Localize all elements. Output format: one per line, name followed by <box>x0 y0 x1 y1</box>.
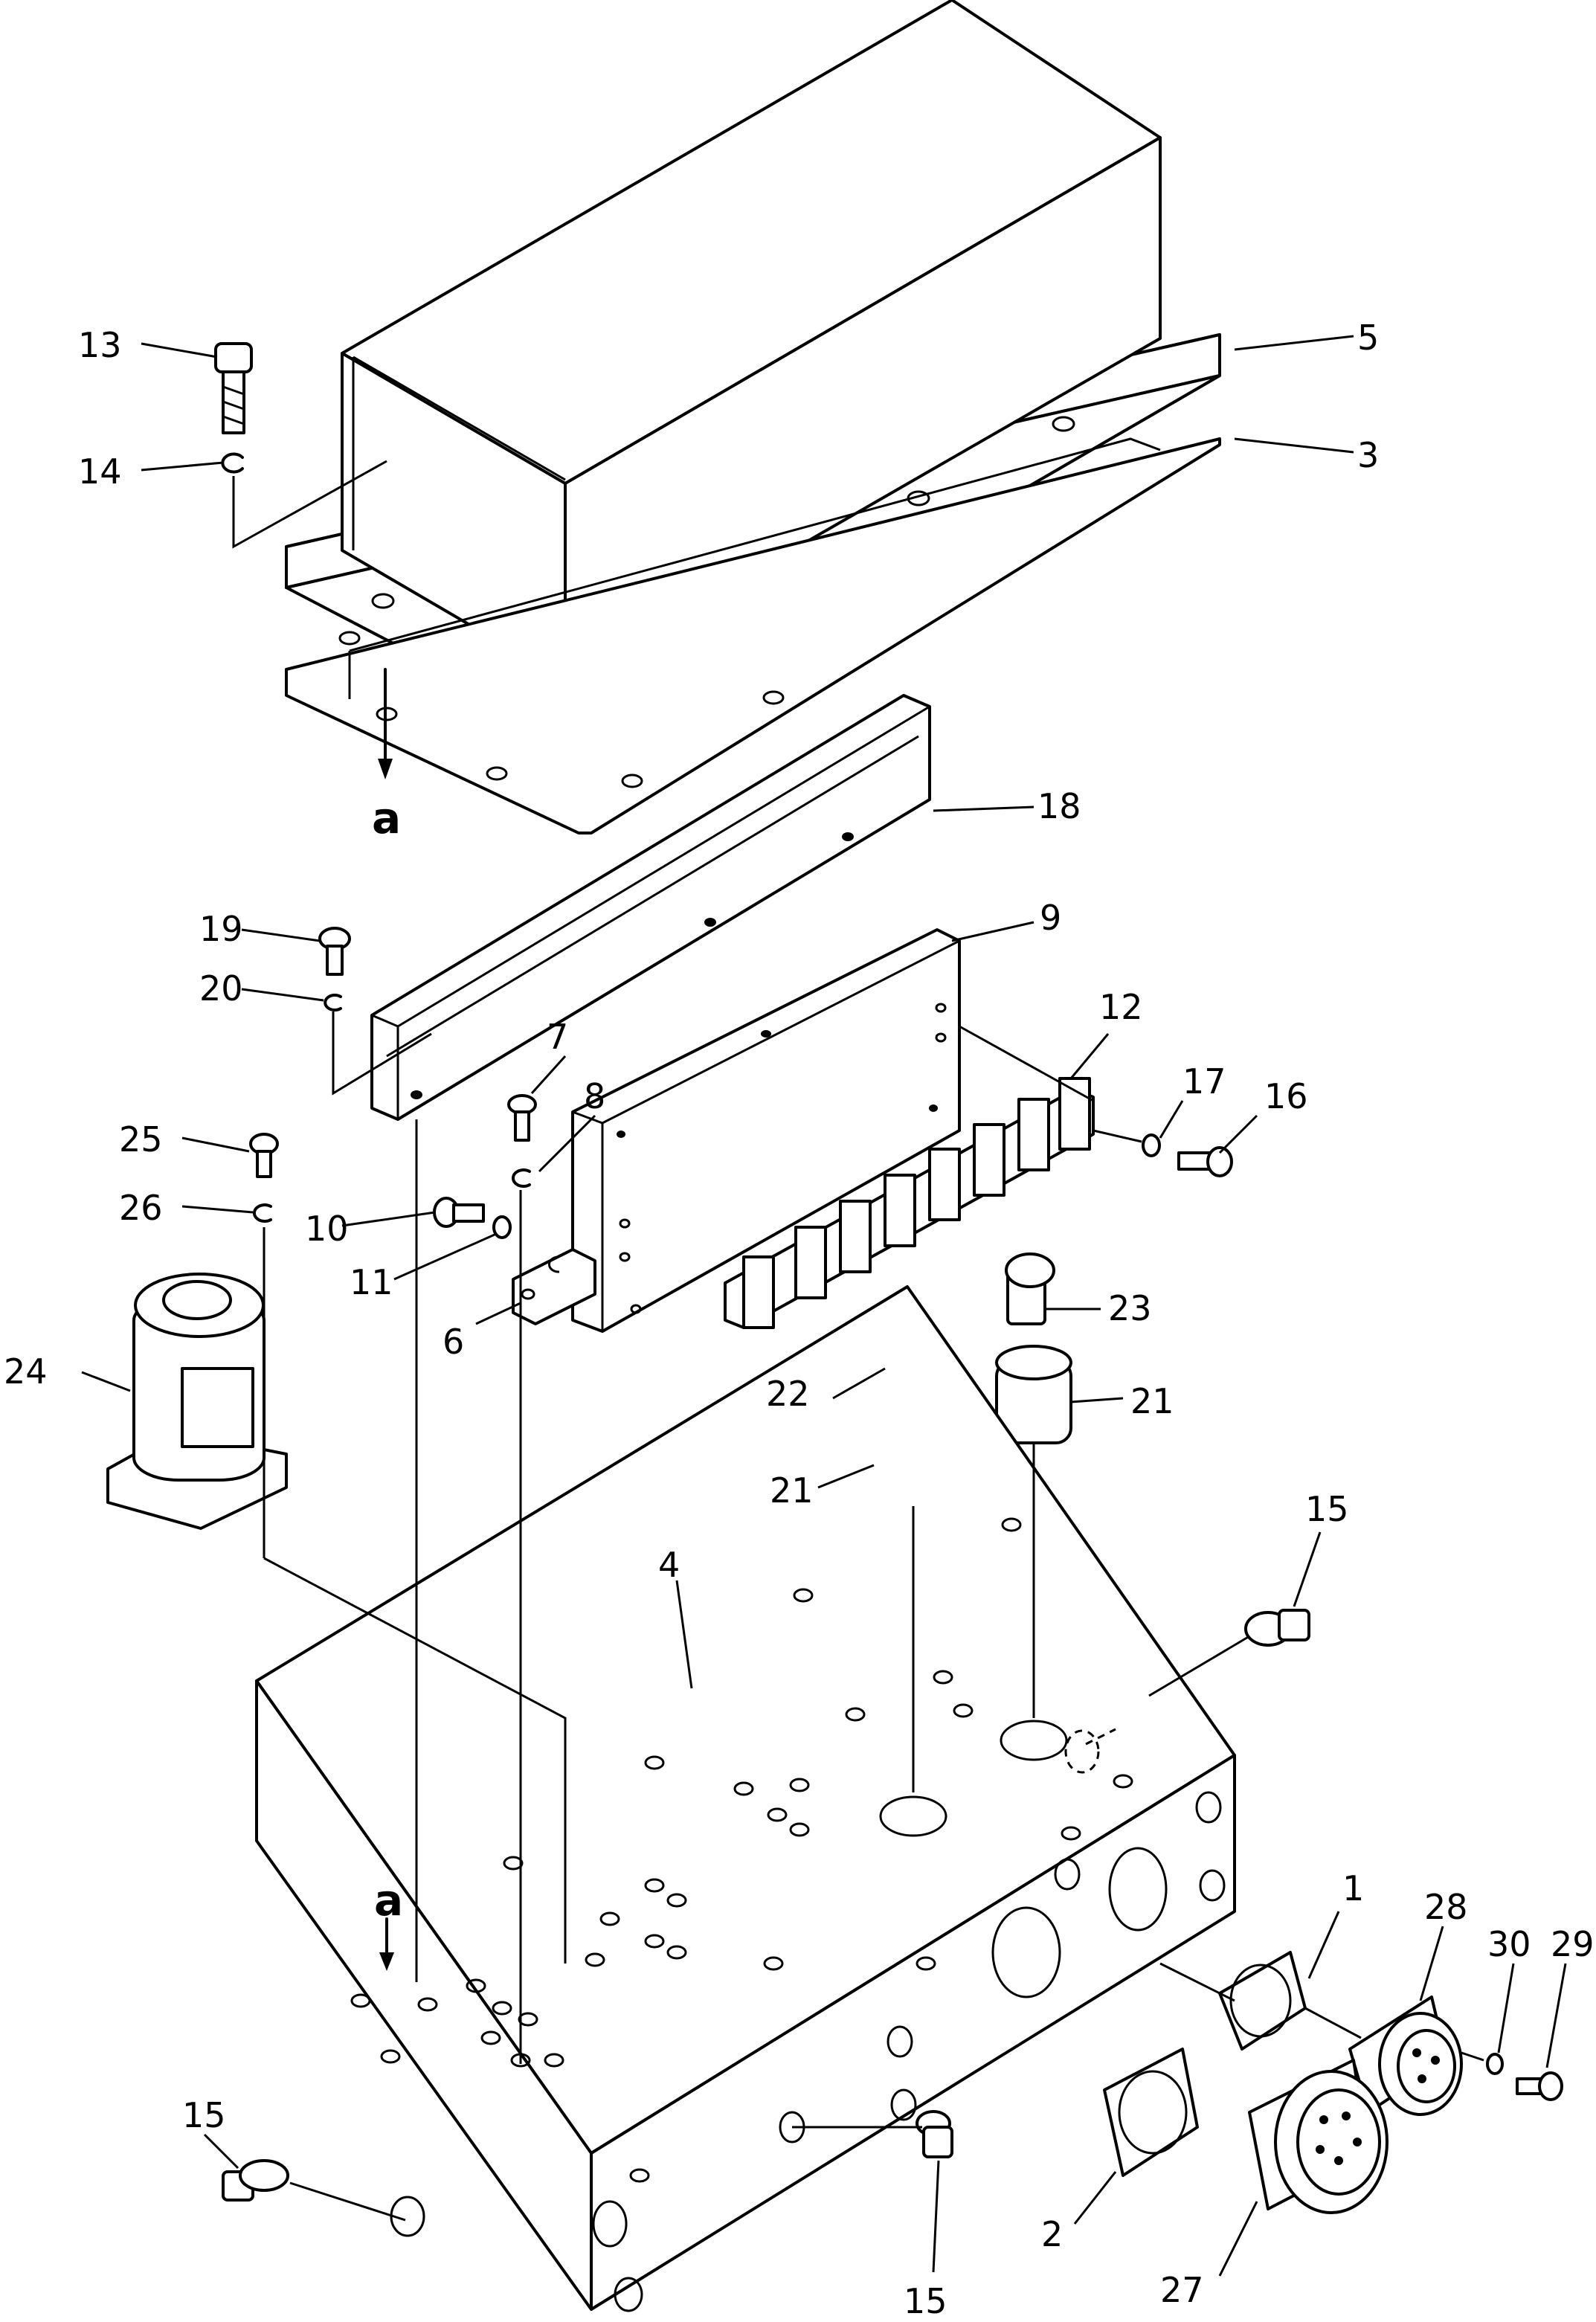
part-29-screw <box>1516 2071 1563 2101</box>
leader-lines <box>81 335 1567 2277</box>
label-15-left: 15 <box>182 2095 226 2135</box>
part-15-plug-left <box>222 2159 289 2202</box>
part-28-connector <box>1348 1995 1463 2116</box>
part-26-washer <box>252 1203 272 1223</box>
label-11: 11 <box>350 1262 393 1302</box>
arrow-head-bottom <box>379 1952 394 1971</box>
label-3: 3 <box>1357 435 1379 475</box>
label-18: 18 <box>1037 786 1081 826</box>
label-21-left: 21 <box>770 1470 814 1511</box>
part-20-washer <box>324 994 342 1012</box>
label-25: 25 <box>119 1119 163 1160</box>
arrow-head-top <box>378 759 393 779</box>
label-22: 22 <box>766 1374 810 1414</box>
label-28: 28 <box>1424 1887 1468 1927</box>
label-4: 4 <box>658 1545 680 1585</box>
part-14-washer <box>221 452 244 474</box>
part-17-washer <box>1142 1133 1161 1157</box>
part-30-washer <box>1486 2053 1504 2075</box>
label-2: 2 <box>1041 2214 1063 2254</box>
label-27: 27 <box>1160 2270 1204 2310</box>
label-5: 5 <box>1357 318 1379 358</box>
label-26: 26 <box>119 1188 163 1228</box>
label-8: 8 <box>584 1076 605 1116</box>
label-29: 29 <box>1551 1924 1595 1964</box>
part-12-terminal-block <box>724 1077 1095 1329</box>
part-24-solenoid <box>106 1273 288 1530</box>
part-15-plug-top <box>1244 1609 1310 1647</box>
part-8-washer <box>511 1168 531 1188</box>
label-10: 10 <box>305 1209 349 1249</box>
label-15-bottom: 15 <box>904 2281 947 2321</box>
label-21-right: 21 <box>1130 1381 1174 1421</box>
label-16: 16 <box>1264 1076 1308 1116</box>
part-16-screw <box>1177 1146 1233 1177</box>
part-25-screw <box>249 1133 279 1178</box>
label-30: 30 <box>1487 1924 1531 1964</box>
part-labels: 5 3 18 9 12 17 16 13 14 a 19 20 7 8 25 2… <box>4 318 1595 2321</box>
part-27-connector <box>1248 2059 1389 2214</box>
label-12: 12 <box>1099 987 1143 1027</box>
label-15-top: 15 <box>1305 1489 1349 1529</box>
part-4-valve-body <box>255 1285 1236 2312</box>
label-13: 13 <box>78 325 122 365</box>
part-18-channel <box>370 694 931 1121</box>
part-6-small-bracket <box>512 1248 596 1325</box>
part-13-bolt <box>214 342 253 434</box>
leader-13-to-cover <box>232 460 387 549</box>
label-23: 23 <box>1108 1288 1152 1328</box>
side-ports <box>390 1791 1226 2312</box>
label-20: 20 <box>199 968 243 1009</box>
label-1: 1 <box>1342 1868 1364 1908</box>
part-21-bushing-right <box>995 1345 1072 1444</box>
label-6: 6 <box>443 1322 464 1362</box>
leader-19-down <box>332 1012 432 1096</box>
part-23-plug <box>1005 1252 1055 1325</box>
label-24: 24 <box>4 1351 48 1392</box>
part-9-bracket <box>571 928 961 1333</box>
ref-a-bottom: a <box>374 1875 403 1926</box>
part-11-washer <box>492 1215 512 1239</box>
label-17: 17 <box>1182 1061 1226 1101</box>
ref-a-top: a <box>372 793 401 843</box>
top-face-holes <box>350 1517 1133 2183</box>
part-2-gasket <box>1103 2048 1199 2177</box>
label-7: 7 <box>547 1017 568 1057</box>
part-19-screw <box>318 927 351 976</box>
label-14: 14 <box>78 451 122 492</box>
label-9: 9 <box>1040 898 1061 938</box>
assembly-lines <box>263 1025 1484 2222</box>
part-15-plug-bottom <box>916 2110 953 2158</box>
part-3-gasket <box>285 437 1221 834</box>
part-10-screw <box>433 1197 485 1228</box>
label-19: 19 <box>199 909 243 949</box>
part-7-screw <box>507 1094 537 1142</box>
